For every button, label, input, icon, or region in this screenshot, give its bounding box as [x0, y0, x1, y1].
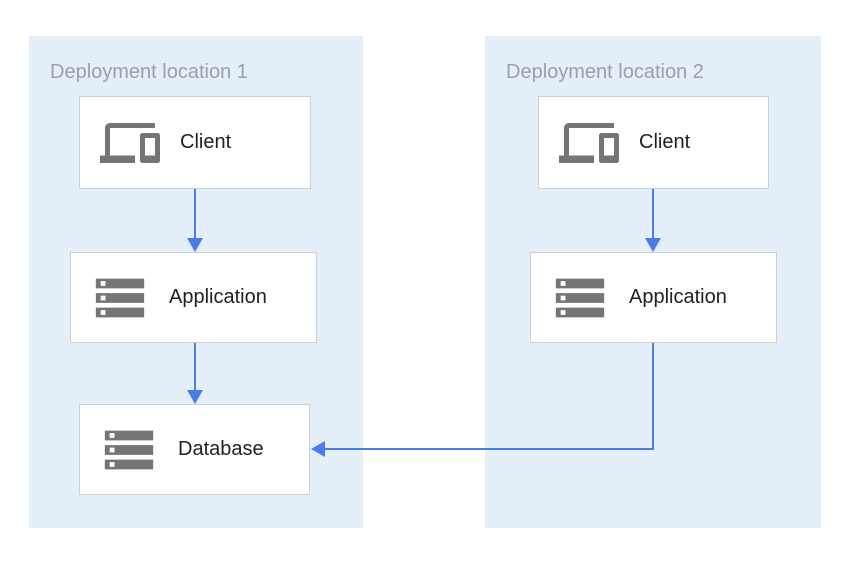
- edge-line: [194, 343, 196, 390]
- node-label: Client: [639, 131, 691, 153]
- node-client-1: Client: [79, 96, 311, 189]
- devices-icon: [100, 113, 160, 173]
- edge-line: [194, 189, 196, 238]
- server-stack-icon: [551, 269, 609, 327]
- server-stack-icon: [100, 421, 158, 479]
- node-label: Database: [178, 438, 264, 460]
- zone-1-title: Deployment location 1: [50, 61, 248, 83]
- arrowhead-down-icon: [645, 238, 661, 252]
- node-database-1: Database: [79, 404, 310, 495]
- node-label: Application: [169, 286, 267, 308]
- arrowhead-down-icon: [187, 390, 203, 404]
- node-label: Application: [629, 286, 727, 308]
- node-client-2: Client: [538, 96, 769, 189]
- arrowhead-left-icon: [311, 441, 325, 457]
- node-application-1: Application: [70, 252, 317, 343]
- zone-2-title: Deployment location 2: [506, 61, 704, 83]
- edge-line: [652, 343, 654, 450]
- arrowhead-down-icon: [187, 238, 203, 252]
- server-stack-icon: [91, 269, 149, 327]
- edge-line: [652, 189, 654, 238]
- node-application-2: Application: [530, 252, 777, 343]
- devices-icon: [559, 113, 619, 173]
- edge-line: [325, 448, 654, 450]
- node-label: Client: [180, 131, 232, 153]
